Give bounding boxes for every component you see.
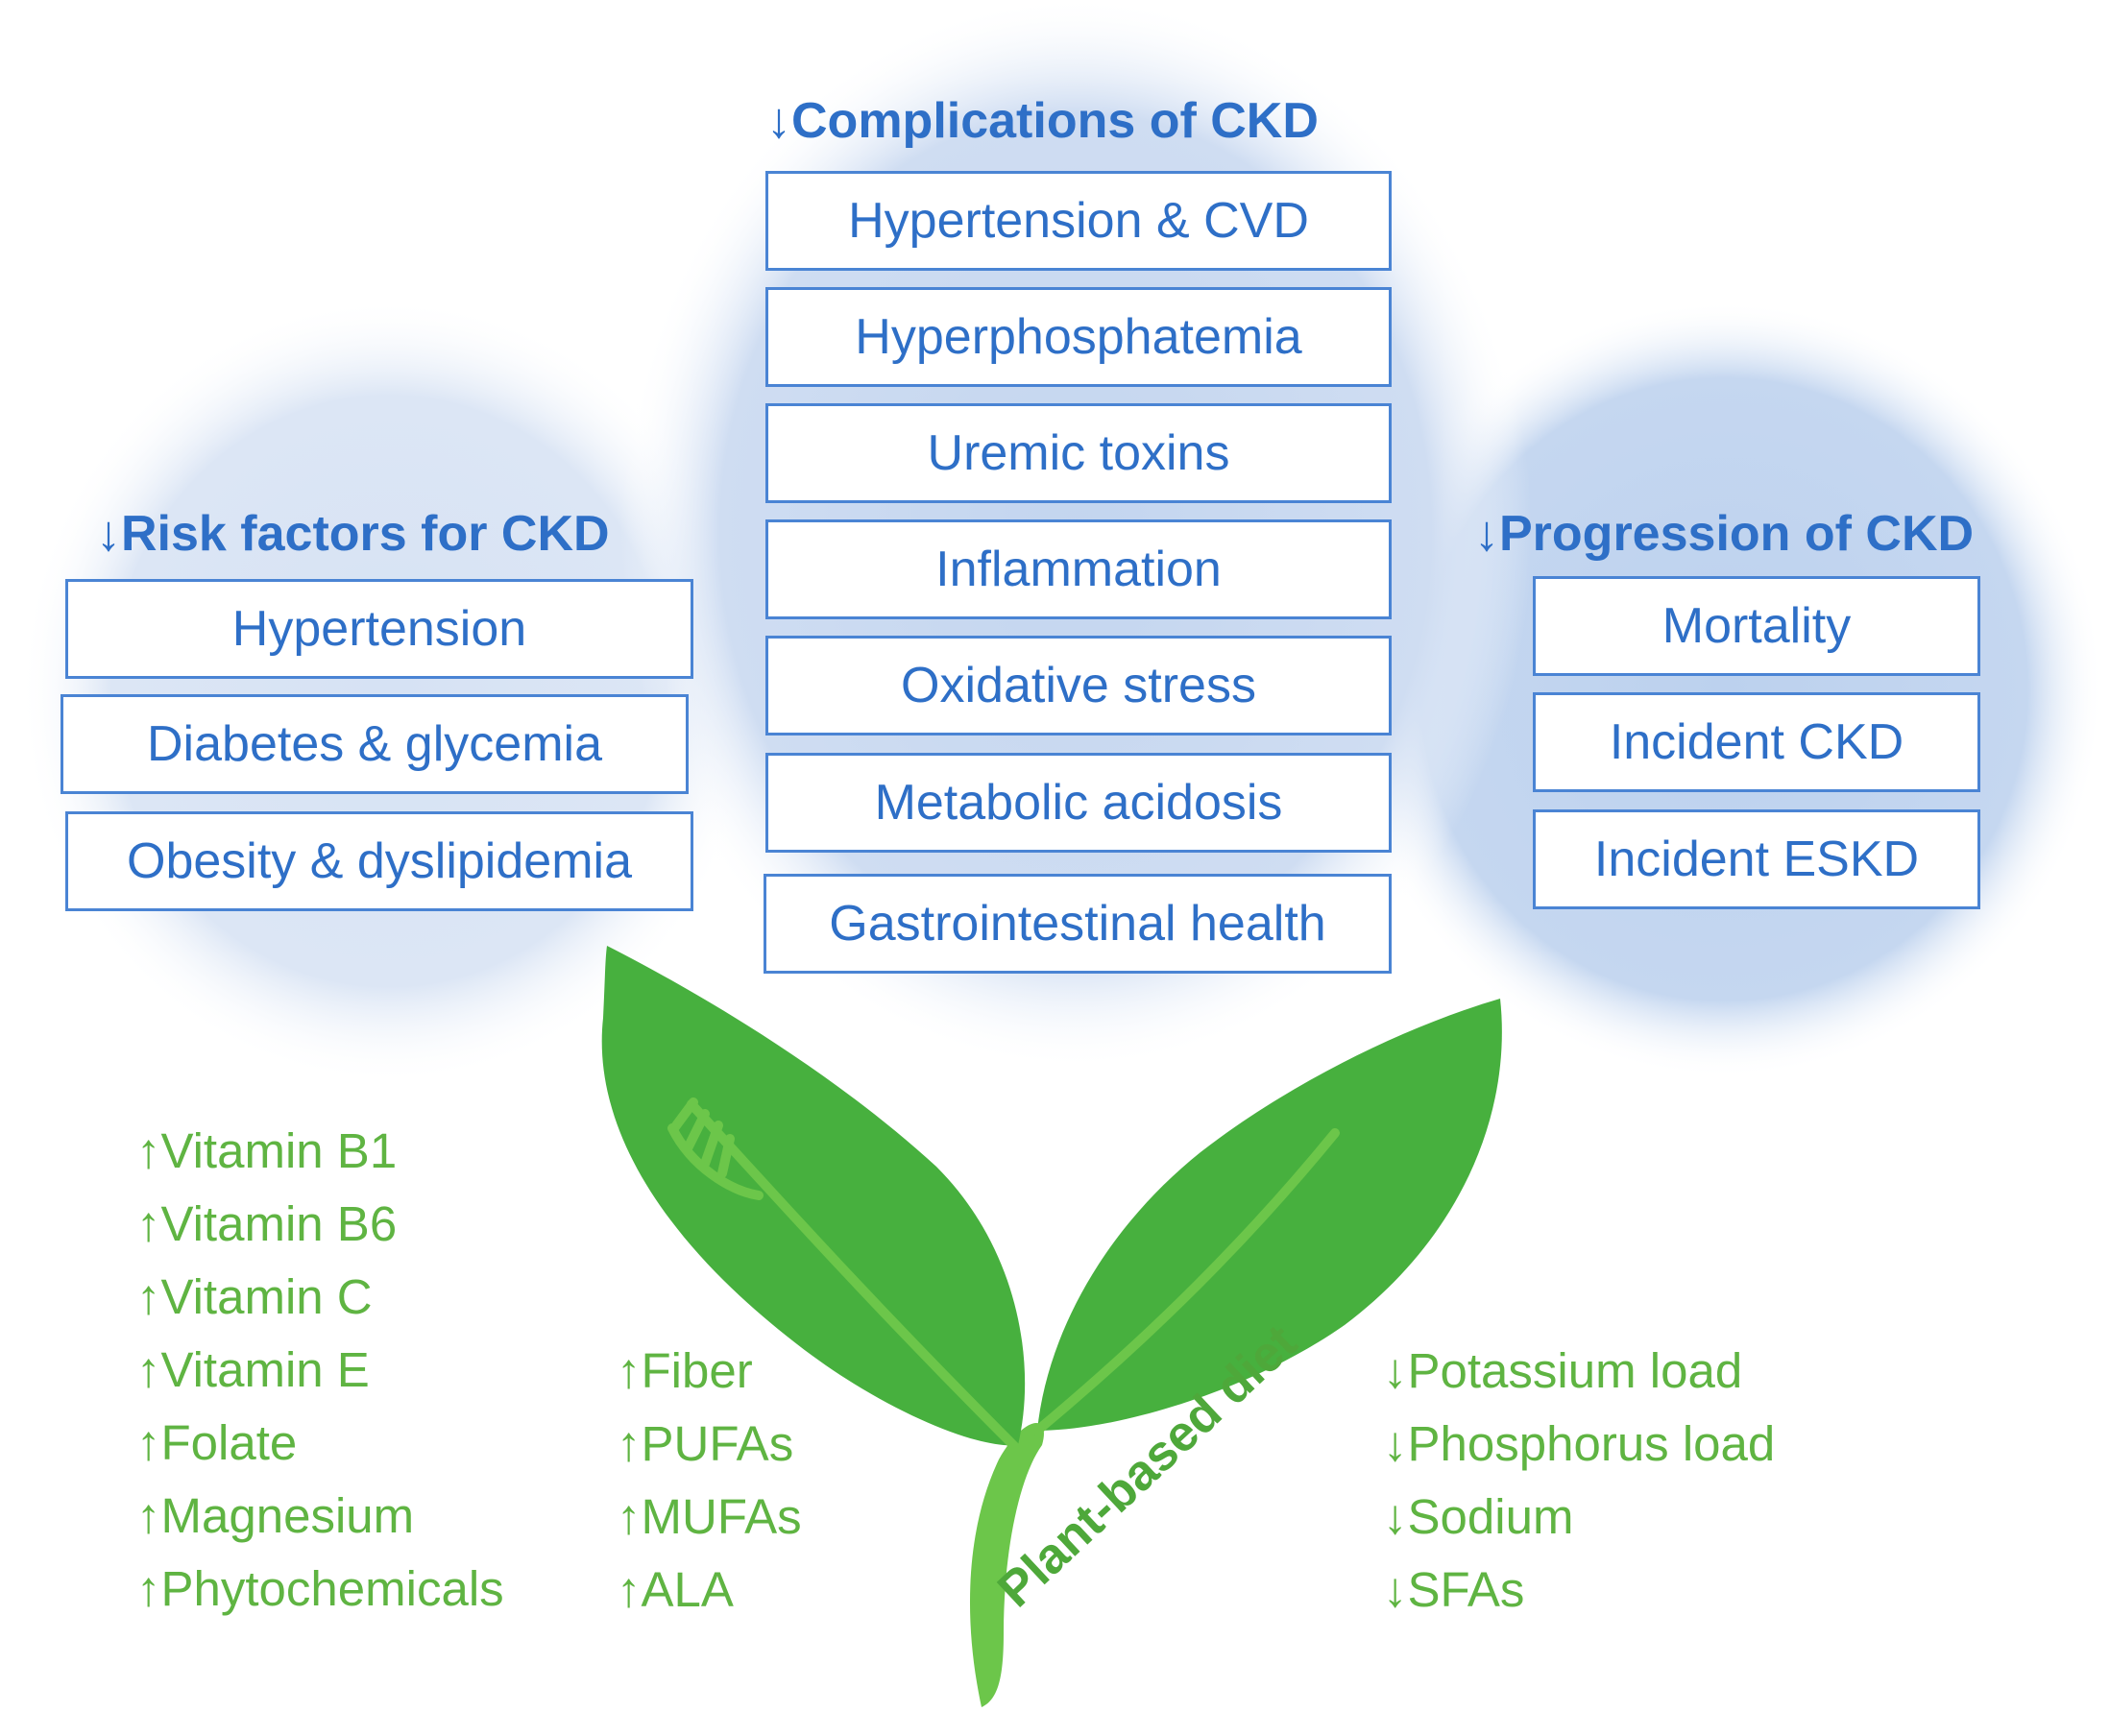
complication-item-inflammation: Inflammation [765, 519, 1392, 619]
complications-title: ↓Complications of CKD [766, 93, 1319, 149]
left-leaf [601, 946, 1026, 1446]
progression-title: ↓Progression of CKD [1474, 506, 1975, 562]
nutrient-item: ↓Potassium load [1383, 1343, 1743, 1398]
complication-item-gastrointestinal-health: Gastrointestinal health [764, 874, 1392, 974]
nutrient-item: ↑ALA [617, 1562, 734, 1617]
complication-item-hyperphosphatemia: Hyperphosphatemia [765, 287, 1392, 387]
nutrient-item: ↑Fiber [617, 1343, 753, 1398]
nutrient-item: ↑Vitamin C [136, 1269, 373, 1324]
fork-icon [667, 1097, 764, 1200]
plant-stem [969, 1423, 1044, 1707]
nutrient-item: ↑Vitamin B6 [136, 1196, 398, 1251]
risk-factors-title: ↓Risk factors for CKD [96, 506, 610, 562]
nutrient-item: ↑Vitamin B1 [136, 1123, 398, 1178]
risk-factor-item-hypertension: Hypertension [65, 579, 693, 679]
complication-item-uremic-toxins: Uremic toxins [765, 403, 1392, 503]
nutrient-item: ↑Vitamin E [136, 1342, 370, 1397]
nutrient-item: ↓Phosphorus load [1383, 1416, 1776, 1471]
decreased-nutrients-list: ↓Potassium load ↓Phosphorus load ↓Sodium… [1383, 1335, 1775, 1627]
progression-item-incident-ckd: Incident CKD [1533, 692, 1980, 792]
risk-factor-item-diabetes-glycemia: Diabetes & glycemia [61, 694, 689, 794]
nutrient-item: ↓Sodium [1383, 1489, 1574, 1544]
nutrient-item: ↑Magnesium [136, 1488, 415, 1543]
complication-item-hypertension-cvd: Hypertension & CVD [765, 171, 1392, 271]
right-leaf-vein [1032, 1128, 1340, 1435]
progression-item-mortality: Mortality [1533, 576, 1980, 676]
increased-fats-fiber-list: ↑Fiber ↑PUFAs ↑MUFAs ↑ALA [617, 1335, 802, 1627]
complication-item-oxidative-stress: Oxidative stress [765, 636, 1392, 735]
nutrient-item: ↑Folate [136, 1415, 298, 1470]
nutrient-item: ↑MUFAs [617, 1489, 802, 1544]
progression-item-incident-eskd: Incident ESKD [1533, 809, 1980, 909]
complication-item-metabolic-acidosis: Metabolic acidosis [765, 753, 1392, 853]
nutrient-item: ↓SFAs [1383, 1562, 1525, 1617]
nutrient-item: ↑Phytochemicals [136, 1561, 504, 1616]
nutrient-item: ↑PUFAs [617, 1416, 794, 1471]
increased-vitamins-list: ↑Vitamin B1 ↑Vitamin B6 ↑Vitamin C ↑Vita… [136, 1115, 504, 1626]
risk-factor-item-obesity-dyslipidemia: Obesity & dyslipidemia [65, 811, 693, 911]
